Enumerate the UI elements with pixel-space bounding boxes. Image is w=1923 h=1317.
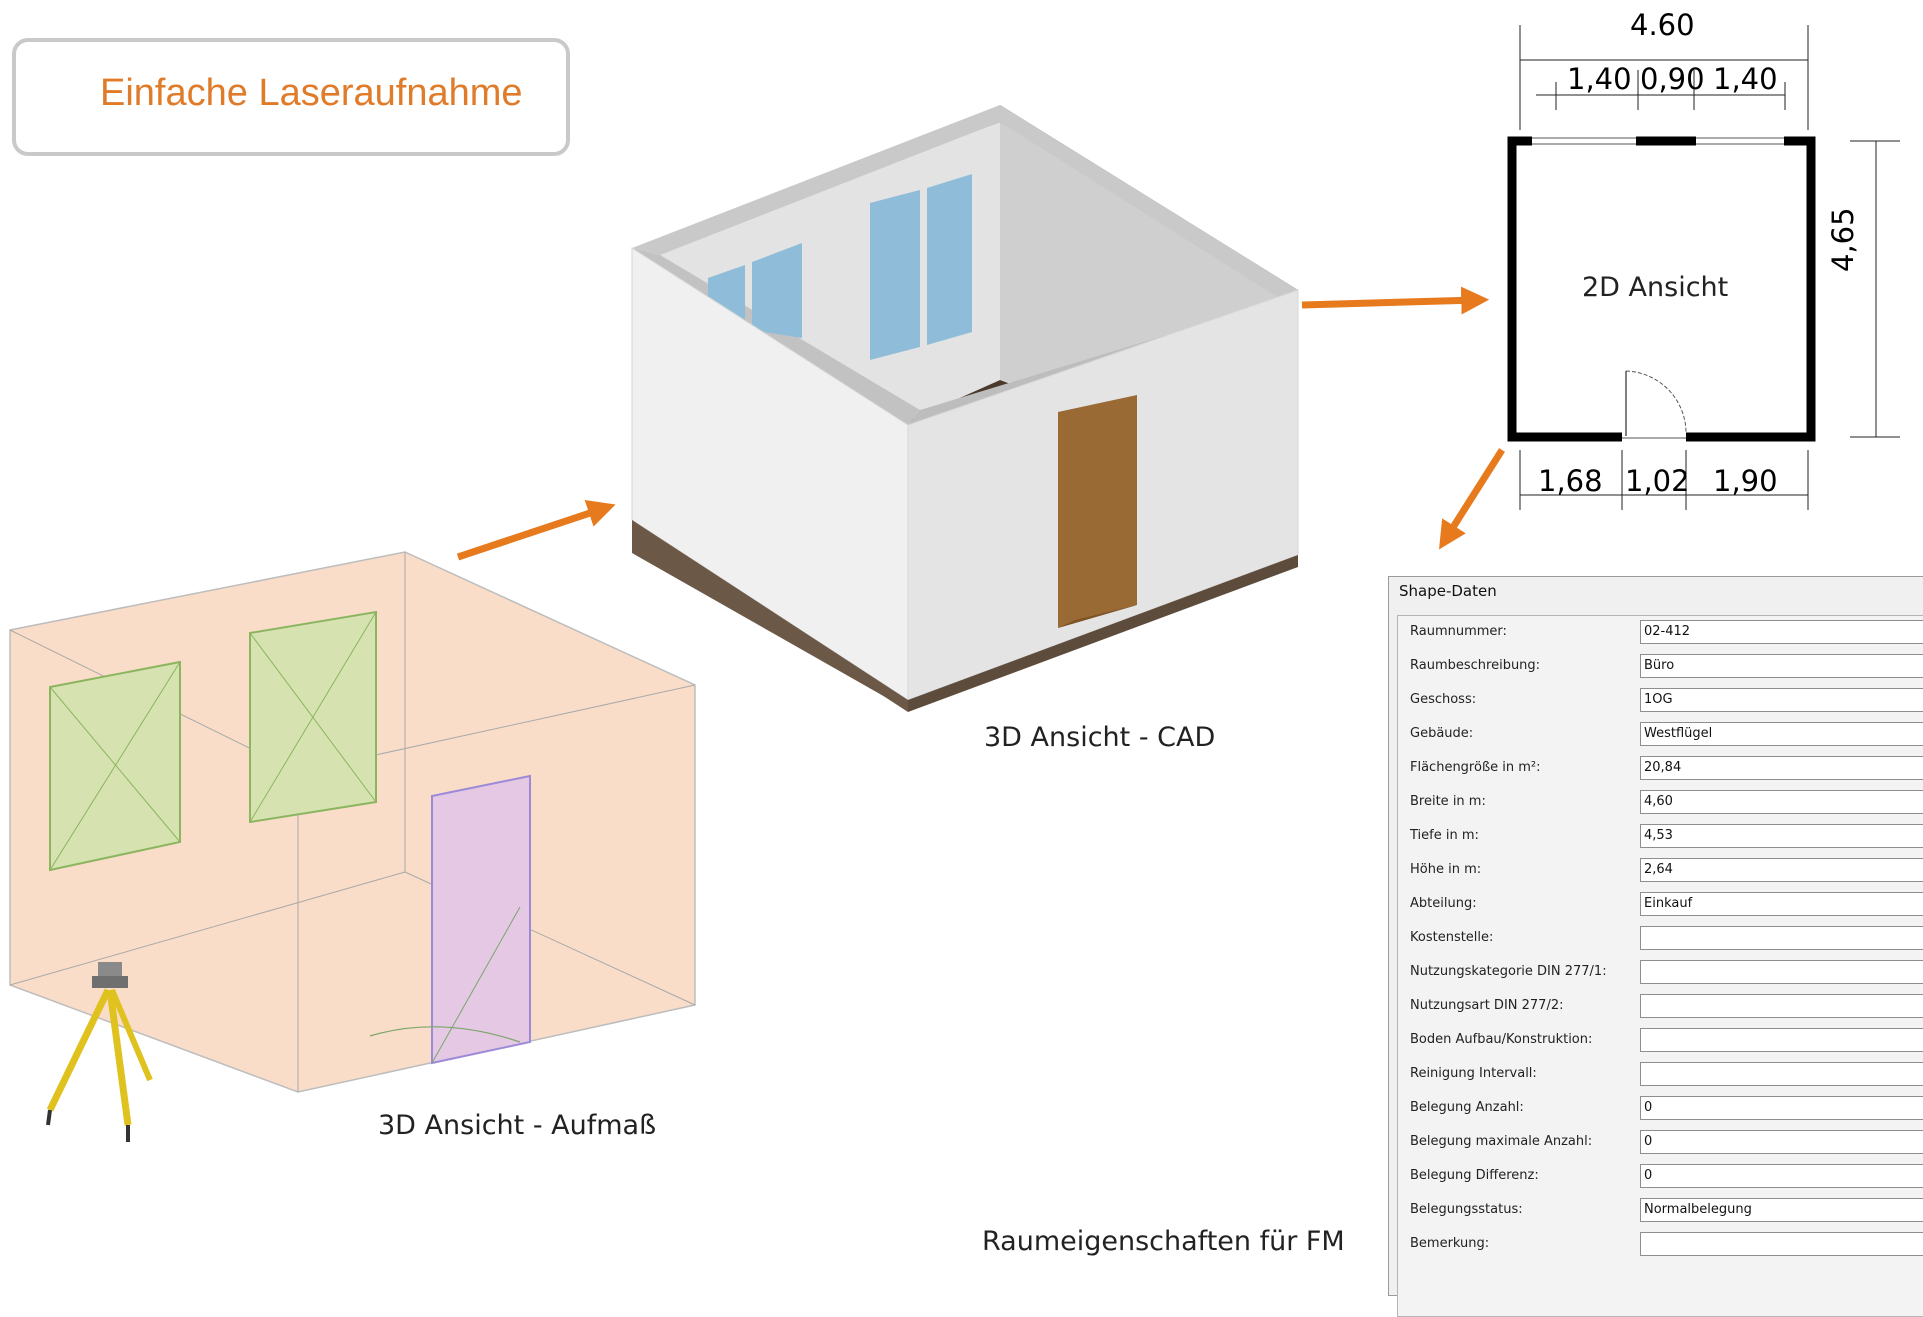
row-hoehe: Höhe in m: 2,64 bbox=[1398, 854, 1923, 888]
field-raumnummer[interactable]: 02-412 bbox=[1640, 620, 1923, 644]
field-belegung-max[interactable]: 0 bbox=[1640, 1130, 1923, 1154]
row-label: Bemerkung: bbox=[1410, 1236, 1490, 1251]
field-abteilung[interactable]: Einkauf bbox=[1640, 892, 1923, 916]
row-nutzungsart: Nutzungsart DIN 277/2: bbox=[1398, 990, 1923, 1024]
arrow-cad-to-2d bbox=[1301, 286, 1490, 315]
field-nutzungsart[interactable] bbox=[1640, 994, 1923, 1018]
arrow-2d-to-data bbox=[1439, 448, 1505, 550]
row-reinigung: Reinigung Intervall: bbox=[1398, 1058, 1923, 1092]
dim-bottom-seg-1: 1,68 bbox=[1538, 464, 1603, 498]
row-raumbeschreibung: Raumbeschreibung: Büro bbox=[1398, 650, 1923, 684]
field-reinigung[interactable] bbox=[1640, 1062, 1923, 1086]
scan-3d-view bbox=[9, 551, 696, 1142]
row-label: Belegungsstatus: bbox=[1410, 1202, 1523, 1217]
row-label: Flächengröße in m²: bbox=[1410, 760, 1541, 775]
field-belegungsstatus[interactable]: Normalbelegung bbox=[1640, 1198, 1923, 1222]
diagram-canvas bbox=[9, 25, 1900, 1142]
field-kostenstelle[interactable] bbox=[1640, 926, 1923, 950]
row-label: Abteilung: bbox=[1410, 896, 1477, 911]
field-nutzungskategorie[interactable] bbox=[1640, 960, 1923, 984]
arrow-scan-to-cad bbox=[456, 500, 616, 561]
caption-cad-view: 3D Ansicht - CAD bbox=[984, 722, 1216, 753]
row-label: Raumnummer: bbox=[1410, 624, 1507, 639]
row-tiefe: Tiefe in m: 4,53 bbox=[1398, 820, 1923, 854]
field-belegung-anzahl[interactable]: 0 bbox=[1640, 1096, 1923, 1120]
title-box bbox=[12, 38, 570, 156]
row-nutzungskategorie: Nutzungskategorie DIN 277/1: bbox=[1398, 956, 1923, 990]
row-label: Reinigung Intervall: bbox=[1410, 1066, 1537, 1081]
dim-bottom-seg-3: 1,90 bbox=[1713, 464, 1778, 498]
row-belegung-anzahl: Belegung Anzahl: 0 bbox=[1398, 1092, 1923, 1126]
field-bemerkung[interactable] bbox=[1640, 1232, 1923, 1256]
row-flaechengroesse: Flächengröße in m²: 20,84 bbox=[1398, 752, 1923, 786]
row-label: Nutzungsart DIN 277/2: bbox=[1410, 998, 1564, 1013]
row-label: Boden Aufbau/Konstruktion: bbox=[1410, 1032, 1593, 1047]
row-belegung-max: Belegung maximale Anzahl: 0 bbox=[1398, 1126, 1923, 1160]
row-raumnummer: Raumnummer: 02-412 bbox=[1398, 616, 1923, 650]
row-label: Breite in m: bbox=[1410, 794, 1486, 809]
row-geschoss: Geschoss: 1OG bbox=[1398, 684, 1923, 718]
row-kostenstelle: Kostenstelle: bbox=[1398, 922, 1923, 956]
caption-fm: Raumeigenschaften für FM bbox=[982, 1226, 1345, 1257]
row-label: Belegung Differenz: bbox=[1410, 1168, 1539, 1183]
caption-2d-view: 2D Ansicht bbox=[1582, 272, 1729, 303]
row-abteilung: Abteilung: Einkauf bbox=[1398, 888, 1923, 922]
field-belegung-differenz[interactable]: 0 bbox=[1640, 1164, 1923, 1188]
field-geschoss[interactable]: 1OG bbox=[1640, 688, 1923, 712]
field-flaechengroesse[interactable]: 20,84 bbox=[1640, 756, 1923, 780]
dim-top-total: 4.60 bbox=[1630, 8, 1695, 42]
page-title: Einfache Laseraufnahme bbox=[100, 72, 523, 114]
field-boden-aufbau[interactable] bbox=[1640, 1028, 1923, 1052]
dim-side: 4,65 bbox=[1826, 207, 1860, 272]
row-belegung-differenz: Belegung Differenz: 0 bbox=[1398, 1160, 1923, 1194]
dim-top-seg-2: 0,90 bbox=[1640, 62, 1705, 96]
field-tiefe[interactable]: 4,53 bbox=[1640, 824, 1923, 848]
row-label: Belegung maximale Anzahl: bbox=[1410, 1134, 1593, 1149]
field-gebaeude[interactable]: Westflügel bbox=[1640, 722, 1923, 746]
dim-top-seg-1: 1,40 bbox=[1567, 62, 1632, 96]
floor-plan-2d bbox=[1507, 25, 1900, 510]
field-raumbeschreibung[interactable]: Büro bbox=[1640, 654, 1923, 678]
row-label: Tiefe in m: bbox=[1410, 828, 1479, 843]
row-bemerkung: Bemerkung: bbox=[1398, 1228, 1923, 1262]
row-label: Nutzungskategorie DIN 277/1: bbox=[1410, 964, 1607, 979]
panel-body: Raumnummer: 02-412 Raumbeschreibung: Bür… bbox=[1397, 615, 1923, 1317]
row-label: Geschoss: bbox=[1410, 692, 1477, 707]
row-label: Belegung Anzahl: bbox=[1410, 1100, 1524, 1115]
row-label: Raumbeschreibung: bbox=[1410, 658, 1541, 673]
shape-data-panel: Shape-Daten Raumnummer: 02-412 Raumbesch… bbox=[1388, 576, 1923, 1317]
dim-top-seg-3: 1,40 bbox=[1713, 62, 1778, 96]
cad-3d-view bbox=[631, 105, 1299, 712]
field-breite[interactable]: 4,60 bbox=[1640, 790, 1923, 814]
row-breite: Breite in m: 4,60 bbox=[1398, 786, 1923, 820]
dim-bottom-seg-2: 1,02 bbox=[1625, 464, 1690, 498]
field-hoehe[interactable]: 2,64 bbox=[1640, 858, 1923, 882]
panel-title: Shape-Daten bbox=[1399, 582, 1497, 600]
row-belegungsstatus: Belegungsstatus: Normalbelegung bbox=[1398, 1194, 1923, 1228]
row-label: Gebäude: bbox=[1410, 726, 1474, 741]
row-boden-aufbau: Boden Aufbau/Konstruktion: bbox=[1398, 1024, 1923, 1058]
caption-scan-view: 3D Ansicht - Aufmaß bbox=[378, 1110, 657, 1141]
row-gebaeude: Gebäude: Westflügel bbox=[1398, 718, 1923, 752]
row-label: Kostenstelle: bbox=[1410, 930, 1494, 945]
row-label: Höhe in m: bbox=[1410, 862, 1482, 877]
